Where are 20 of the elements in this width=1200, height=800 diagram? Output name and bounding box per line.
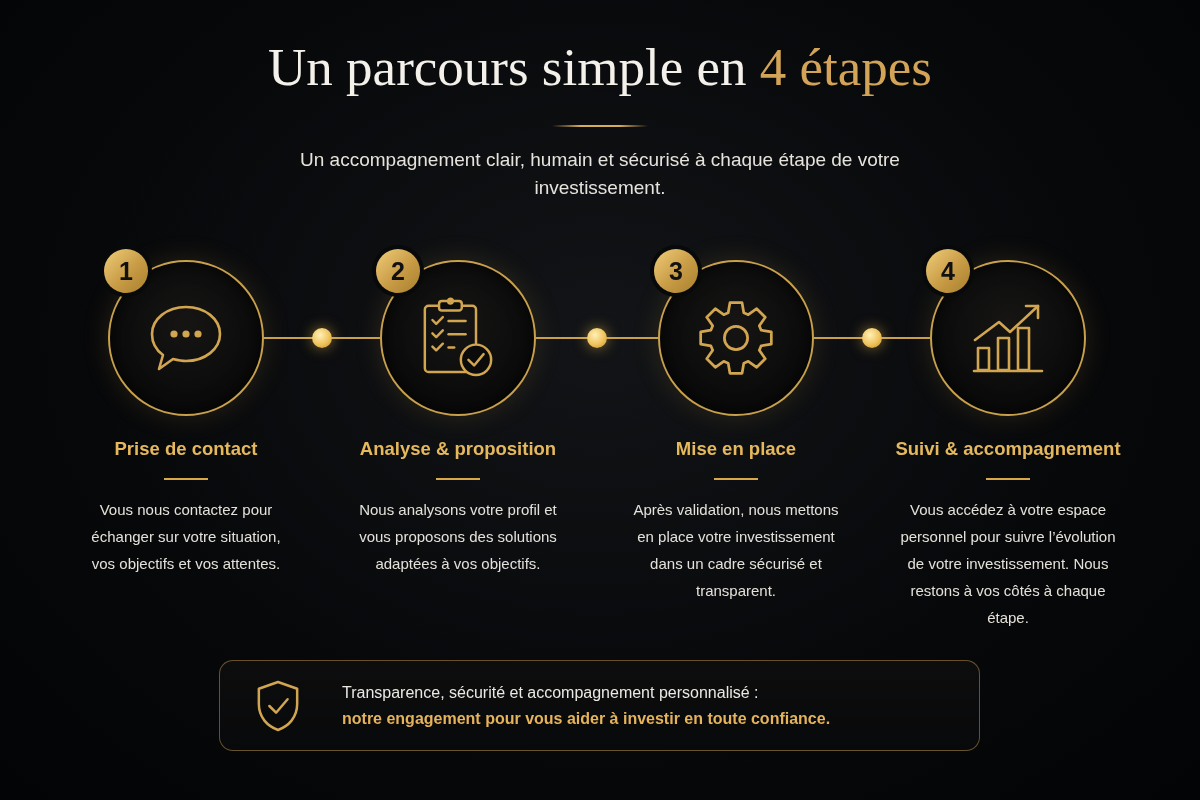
step-description: Après validation, nous mettons en place votre investissement dans un cadre sécurisé et transparent. bbox=[632, 500, 840, 601]
number-badge: 4 bbox=[926, 249, 970, 293]
highlight-text: notre engagement pour vous aider à investir en toute confiance. bbox=[342, 709, 831, 729]
info-panel bbox=[219, 660, 980, 751]
step-description: Vous accédez à votre espace personnel pour suivre l’évolution de votre investissement. Nous restons à vos côtés à chaque étape. bbox=[900, 500, 1116, 628]
step-description: Nous analysons votre profil et vous proposons des solutions adaptées à vos objectifs. bbox=[358, 500, 558, 574]
number-badge: 3 bbox=[654, 249, 698, 293]
step-description: Vous nous contactez pour échanger sur votre situation, vos objectifs et vos attentes. bbox=[90, 500, 282, 574]
title: Un parcours simple en 4 étapes bbox=[268, 37, 932, 98]
connector-line bbox=[813, 337, 931, 339]
number-badge: 2 bbox=[376, 249, 420, 293]
subtitle: Un accompagnement clair, humain et sécurisé à chaque étape de votre investissement. bbox=[300, 148, 900, 200]
step-heading: Mise en place bbox=[675, 437, 797, 461]
step-heading: Analyse & proposition bbox=[359, 437, 557, 461]
step-heading: Prise de contact bbox=[114, 437, 258, 461]
step-heading: Suivi & accompagnement bbox=[895, 437, 1121, 461]
statement-text: Transparence, sécurité et accompagnement personnalisé : bbox=[342, 683, 759, 703]
number-badge: 1 bbox=[104, 249, 148, 293]
connector-line bbox=[535, 337, 659, 339]
connector-line bbox=[263, 337, 381, 339]
